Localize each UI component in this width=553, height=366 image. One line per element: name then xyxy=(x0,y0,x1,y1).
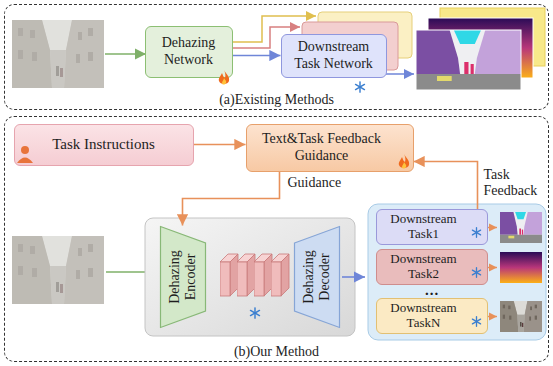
user-icon xyxy=(17,146,33,163)
hazy-input-image xyxy=(12,236,104,304)
frozen-icon xyxy=(356,82,365,92)
frozen-icon xyxy=(472,228,480,237)
hazy-input-image xyxy=(12,20,104,88)
panel-caption: (b)Our Method xyxy=(5,344,548,360)
node-label: Dehazing Network xyxy=(151,35,227,67)
hazy-input-image xyxy=(12,236,104,304)
block-outline xyxy=(160,226,205,327)
block-outline xyxy=(294,226,339,327)
output-image xyxy=(500,252,542,283)
node-label: Downstream Task1 xyxy=(382,212,466,242)
connector xyxy=(414,162,478,210)
node-label: Downstream Task Network xyxy=(287,39,381,71)
frozen-icon xyxy=(472,317,480,326)
output-image xyxy=(416,30,521,90)
flow-arrow xyxy=(487,227,497,228)
flow-arrow xyxy=(105,53,146,55)
hazy-input-image xyxy=(12,20,104,88)
frozen-icon xyxy=(472,268,480,277)
edge-label: Task Feedback xyxy=(484,167,546,199)
task-box: Downstream TaskN xyxy=(376,298,488,334)
trainable-icon xyxy=(399,154,409,169)
node-label: Downstream Task2 xyxy=(382,252,466,282)
flow-arrow xyxy=(487,316,497,317)
task-box: Downstream Task2 xyxy=(376,249,488,285)
node-label: Dehazing Decoder xyxy=(300,241,332,313)
user-icon xyxy=(17,158,33,164)
input-box: Task Instructions xyxy=(14,124,194,166)
encoder-block: Dehazing Encoder xyxy=(160,226,206,328)
latent-features xyxy=(254,254,272,296)
connector xyxy=(194,144,246,146)
latent-features xyxy=(237,254,255,296)
hazy-input-image xyxy=(12,20,104,88)
trainable-icon xyxy=(219,70,229,85)
node-label: Task Instructions xyxy=(52,136,155,153)
frozen-icon xyxy=(251,308,260,318)
guidance-box: Text&Task Feedback Guidance xyxy=(246,124,414,172)
latent-features xyxy=(220,254,289,296)
flow-arrow xyxy=(342,276,365,278)
process-box: Downstream Task Network xyxy=(281,34,387,78)
node-label: Text&Task Feedback Guidance xyxy=(256,131,388,163)
panel-frame: (a)Existing Methods Dehazing Network Downs… xyxy=(4,4,549,110)
connector xyxy=(233,55,281,57)
task-box: Downstream Task1 xyxy=(376,209,488,245)
output-image xyxy=(416,30,521,90)
output-image xyxy=(500,301,542,332)
task-region xyxy=(368,204,546,340)
latent-features xyxy=(271,254,289,296)
panel-caption: (a)Existing Methods xyxy=(5,92,548,108)
hazy-input-image xyxy=(12,236,104,304)
output-image xyxy=(500,212,542,243)
node-label: Dehazing Encoder xyxy=(166,241,198,313)
edge-label: Guidance xyxy=(288,175,342,191)
node-label: Downstream TaskN xyxy=(382,301,466,331)
decoder-block: Dehazing Decoder xyxy=(294,226,340,328)
output-image xyxy=(416,30,521,90)
panel-frame: (b)Our Method Task Instructions Text&Task … xyxy=(4,116,549,362)
dehazing-frame xyxy=(145,218,355,336)
ellipsis-label: ... xyxy=(425,282,439,299)
process-box: Dehazing Network xyxy=(145,26,233,78)
flow-arrow xyxy=(386,73,414,75)
user-icon xyxy=(21,146,29,154)
flow-arrow xyxy=(487,267,497,268)
latent-features xyxy=(220,254,238,296)
connector xyxy=(183,172,280,226)
